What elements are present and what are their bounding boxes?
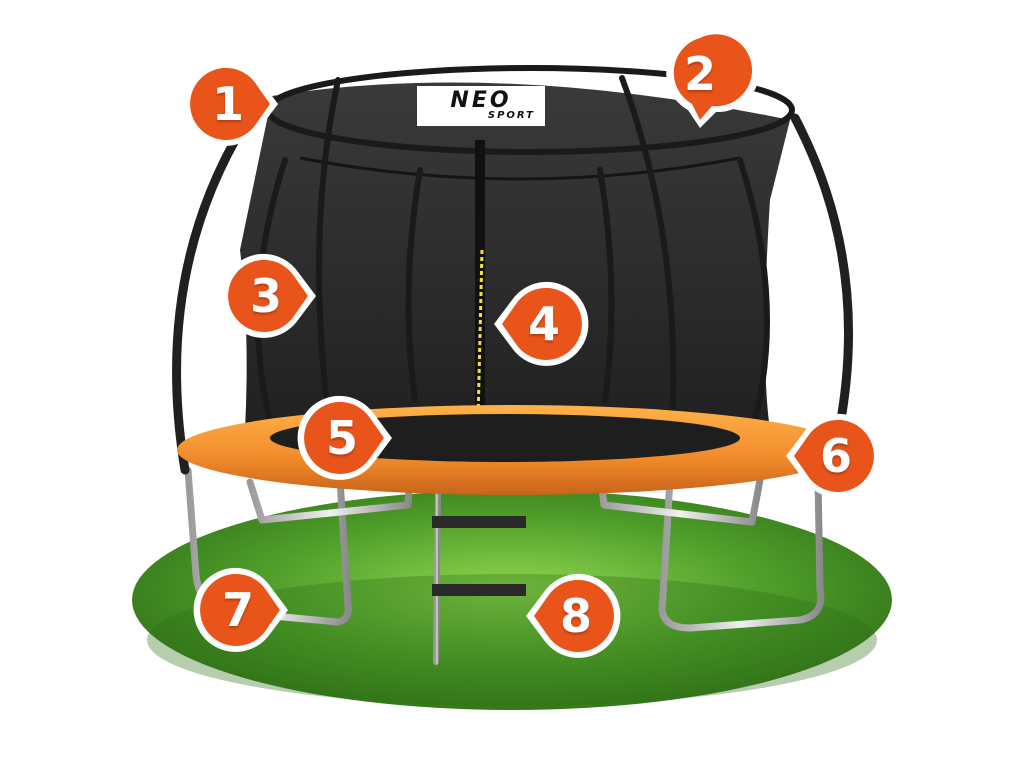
callout-number: 5: [325, 411, 358, 465]
callout-number: 1: [211, 77, 244, 131]
grass-base: [132, 490, 892, 710]
callout-marker-8: 8: [526, 570, 622, 662]
callout-marker-2: 2: [654, 28, 760, 128]
callout-number: 7: [221, 583, 254, 637]
ladder: [432, 489, 526, 665]
brand-logo: NEO SPORT: [417, 86, 545, 126]
callout-number: 8: [559, 589, 592, 643]
brand-name: NEO: [450, 88, 512, 113]
brand-sub: SPORT: [487, 110, 535, 121]
frame-padding: [177, 405, 847, 495]
callout-marker-4: 4: [494, 278, 590, 370]
callout-number: 3: [249, 269, 282, 323]
callout-number: 6: [819, 429, 852, 483]
callout-marker-3: 3: [220, 250, 316, 342]
callout-number: 2: [683, 47, 716, 101]
callout-marker-7: 7: [192, 564, 288, 656]
callout-marker-1: 1: [182, 58, 278, 150]
callout-marker-5: 5: [296, 392, 392, 484]
callout-number: 4: [527, 297, 560, 351]
callout-marker-6: 6: [786, 410, 882, 502]
